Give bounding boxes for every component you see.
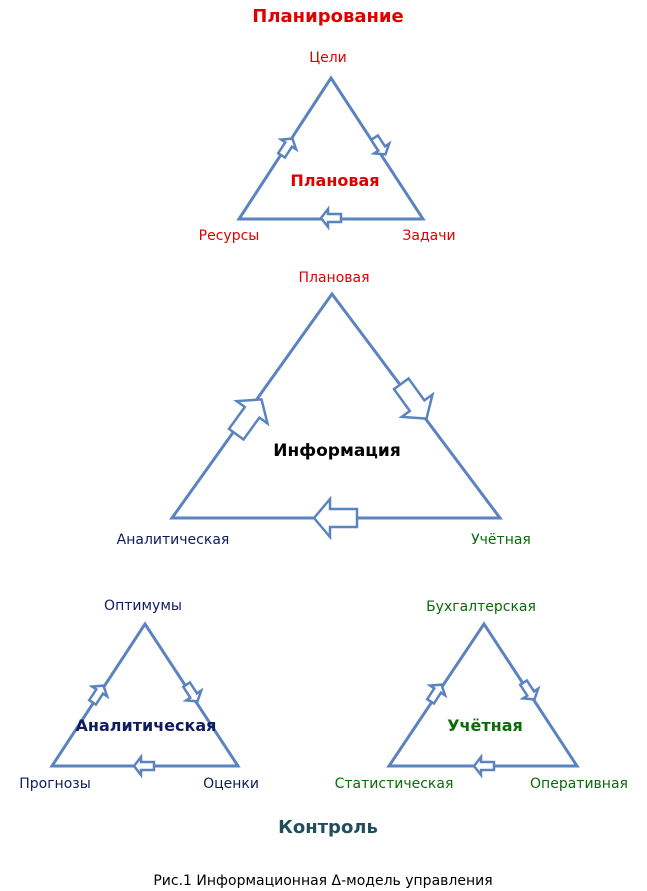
planning-title: Планирование: [252, 6, 404, 27]
arrow-up-left-icon: [425, 683, 448, 706]
planning-left-label: Ресурсы: [199, 228, 260, 244]
analytic-left-label: Прогнозы: [19, 776, 91, 792]
arrow-down-right-icon: [369, 133, 392, 156]
arrow-down-right-icon: [392, 376, 435, 420]
arrow-up-left-icon: [87, 684, 110, 707]
planning-triangle: [236, 75, 426, 231]
analytic-top-label: Оптимумы: [104, 598, 182, 614]
arrow-down-right-icon: [518, 678, 541, 701]
arrow-left-icon: [132, 753, 156, 779]
information-center-label: Информация: [273, 441, 400, 461]
control-title: Контроль: [278, 817, 378, 838]
accounting-right-label: Оперативная: [530, 776, 628, 792]
planning-center-label: Плановая: [290, 171, 379, 190]
arrow-down-right-icon: [181, 680, 204, 703]
arrow-left-icon: [319, 205, 343, 231]
accounting-left-label: Статистическая: [335, 776, 454, 792]
analytic-center-label: Аналитическая: [76, 716, 217, 735]
arrow-up-left-icon: [227, 398, 270, 442]
arrow-up-left-icon: [276, 137, 299, 160]
accounting-center-label: Учётная: [447, 716, 523, 735]
arrow-left-icon: [312, 495, 359, 541]
information-left-label: Аналитическая: [117, 532, 230, 548]
information-triangle: [169, 291, 503, 541]
figure-caption: Рис.1 Информационная Δ-модель управления: [153, 873, 492, 889]
information-top-label: Плановая: [298, 270, 369, 286]
planning-top-label: Цели: [309, 50, 347, 66]
arrow-left-icon: [472, 753, 496, 779]
accounting-top-label: Бухгалтерская: [426, 599, 536, 615]
planning-right-label: Задачи: [402, 228, 455, 244]
analytic-triangle: [49, 621, 241, 779]
accounting-triangle: [386, 621, 580, 779]
analytic-right-label: Оценки: [203, 776, 259, 792]
information-right-label: Учётная: [471, 532, 531, 548]
